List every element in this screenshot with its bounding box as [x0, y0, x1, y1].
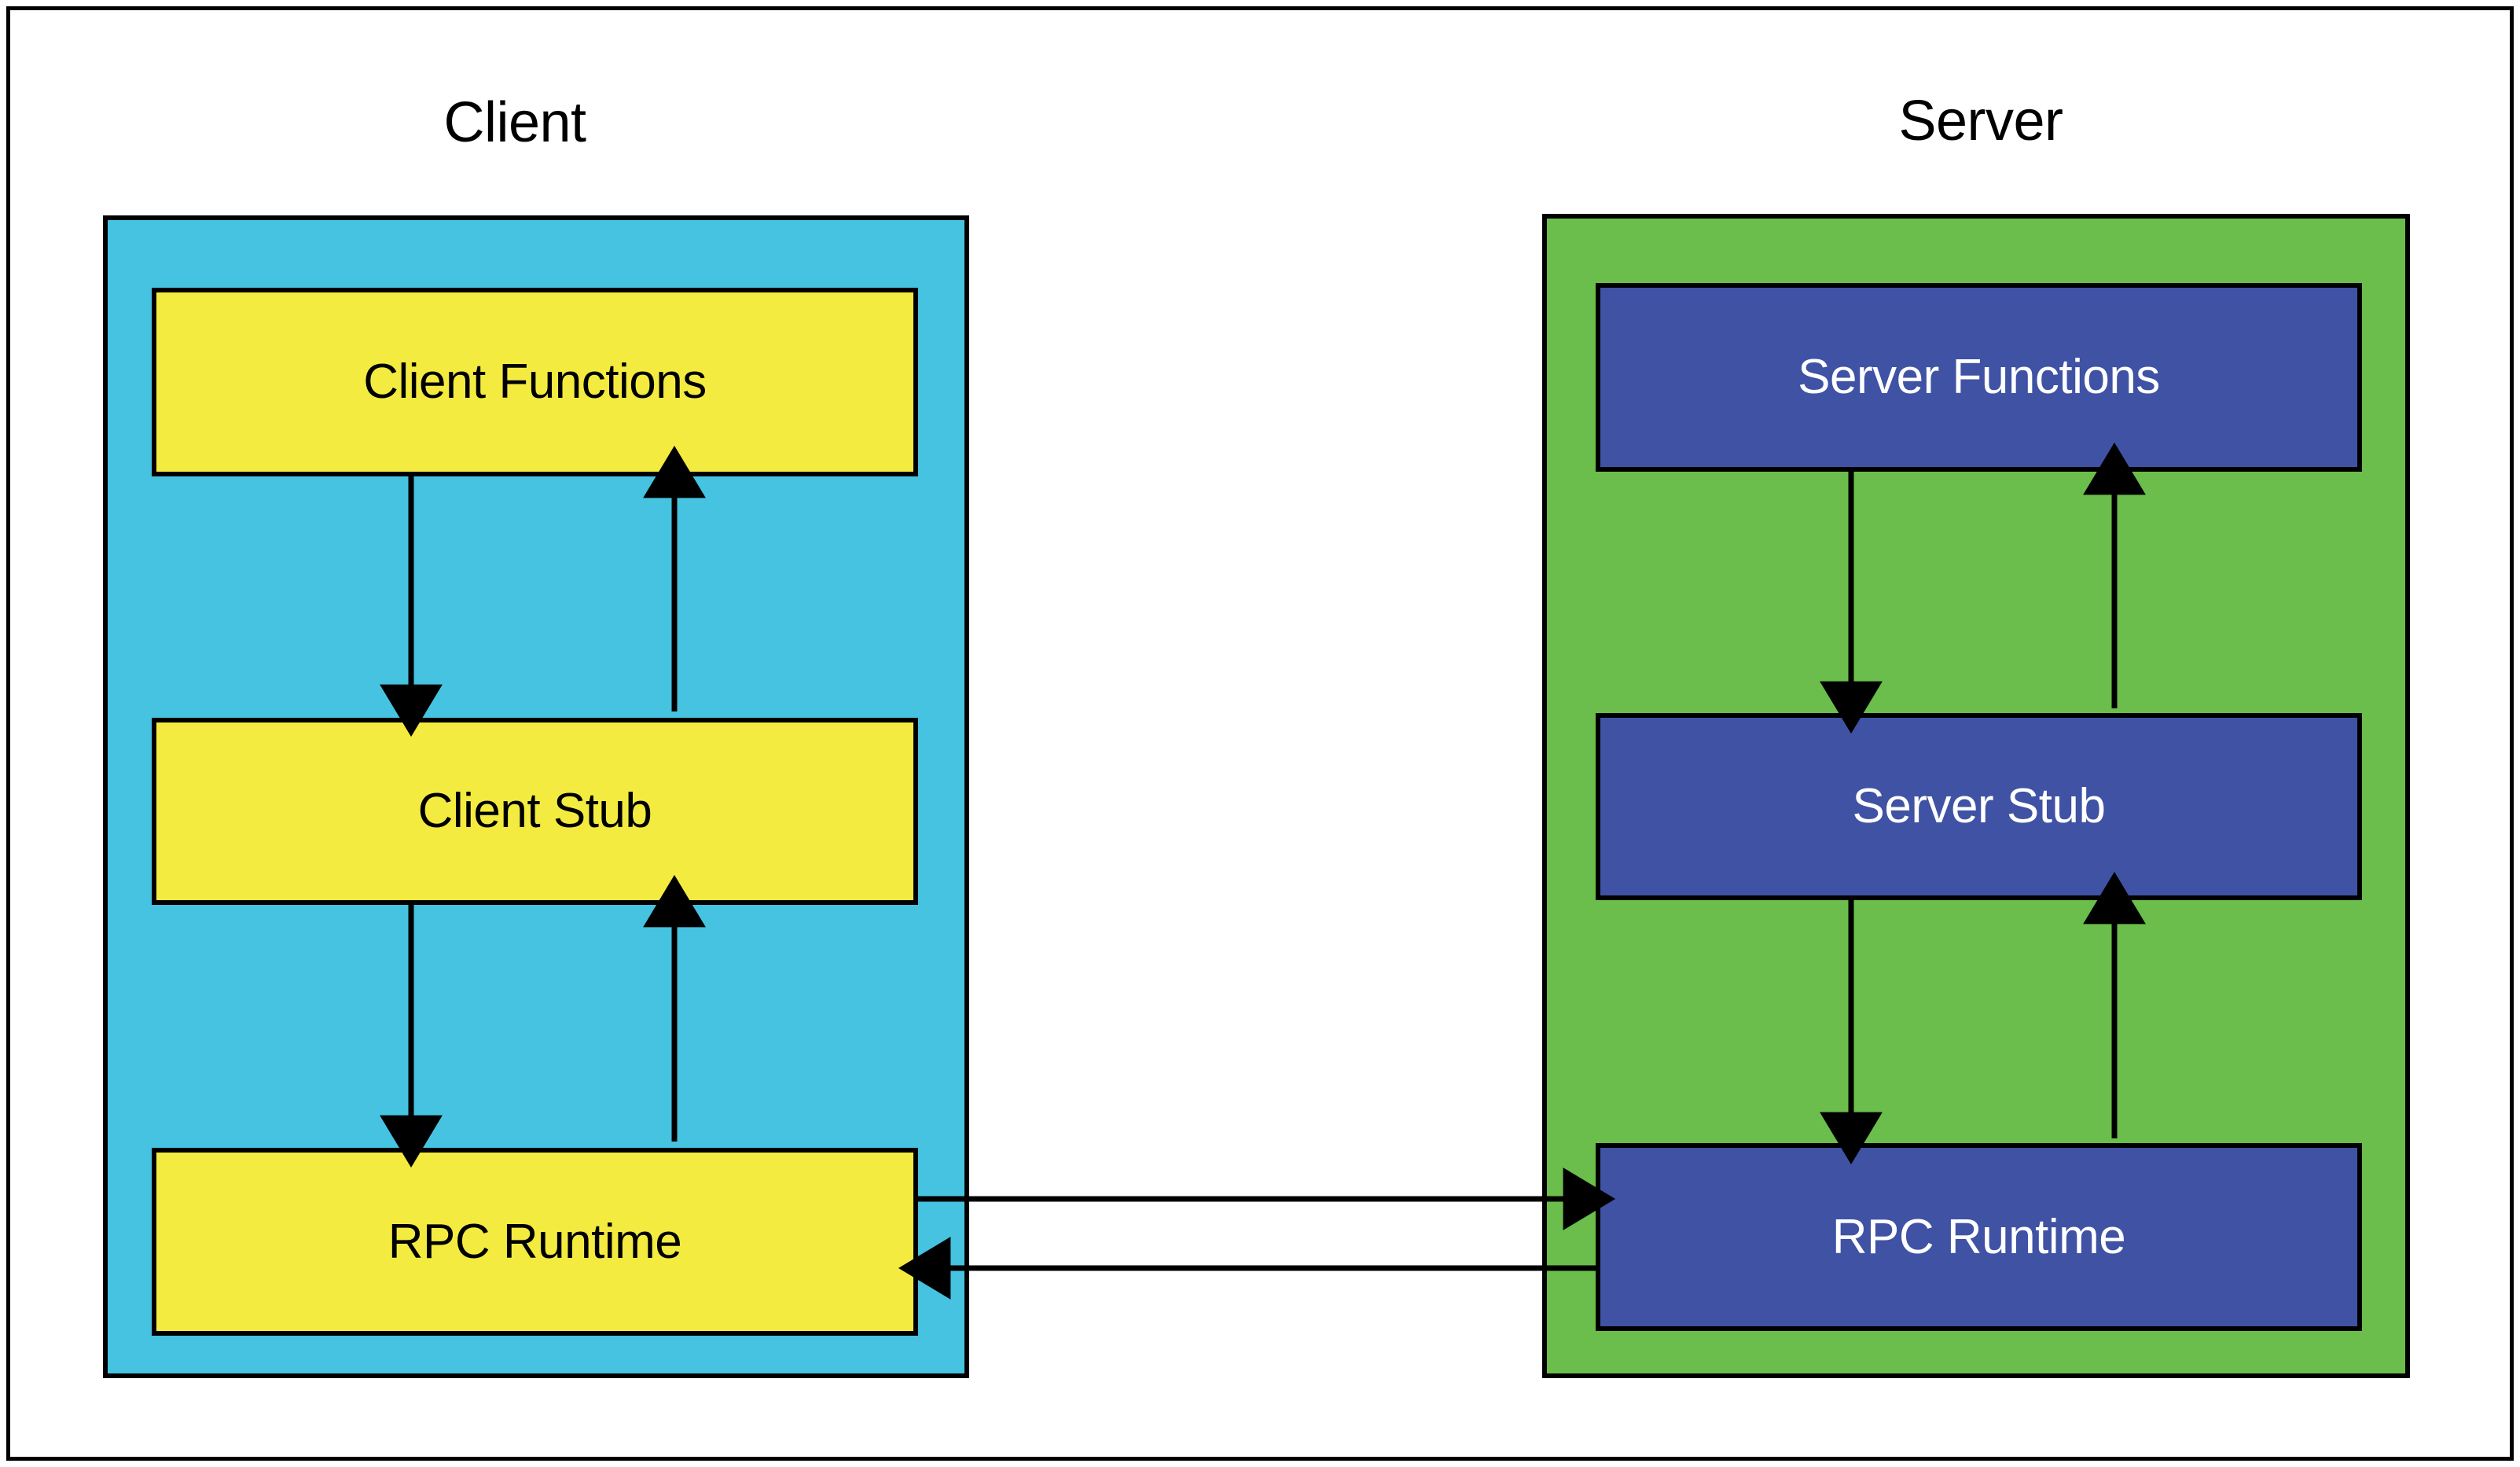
node-server-stub[interactable]: Server Stub — [1596, 713, 2362, 900]
client-panel: Client Functions Client Stub RPC Runtime — [103, 215, 969, 1378]
server-panel: Server Functions Server Stub RPC Runtime — [1542, 214, 2410, 1378]
node-client-rpc-runtime[interactable]: RPC Runtime — [152, 1148, 918, 1336]
node-server-functions[interactable]: Server Functions — [1596, 283, 2362, 472]
node-client-functions[interactable]: Client Functions — [152, 288, 918, 476]
page-title-client: Client — [443, 91, 586, 154]
node-client-stub[interactable]: Client Stub — [152, 718, 918, 905]
node-server-rpc-runtime[interactable]: RPC Runtime — [1596, 1143, 2362, 1331]
page-title-server: Server — [1898, 90, 2063, 153]
